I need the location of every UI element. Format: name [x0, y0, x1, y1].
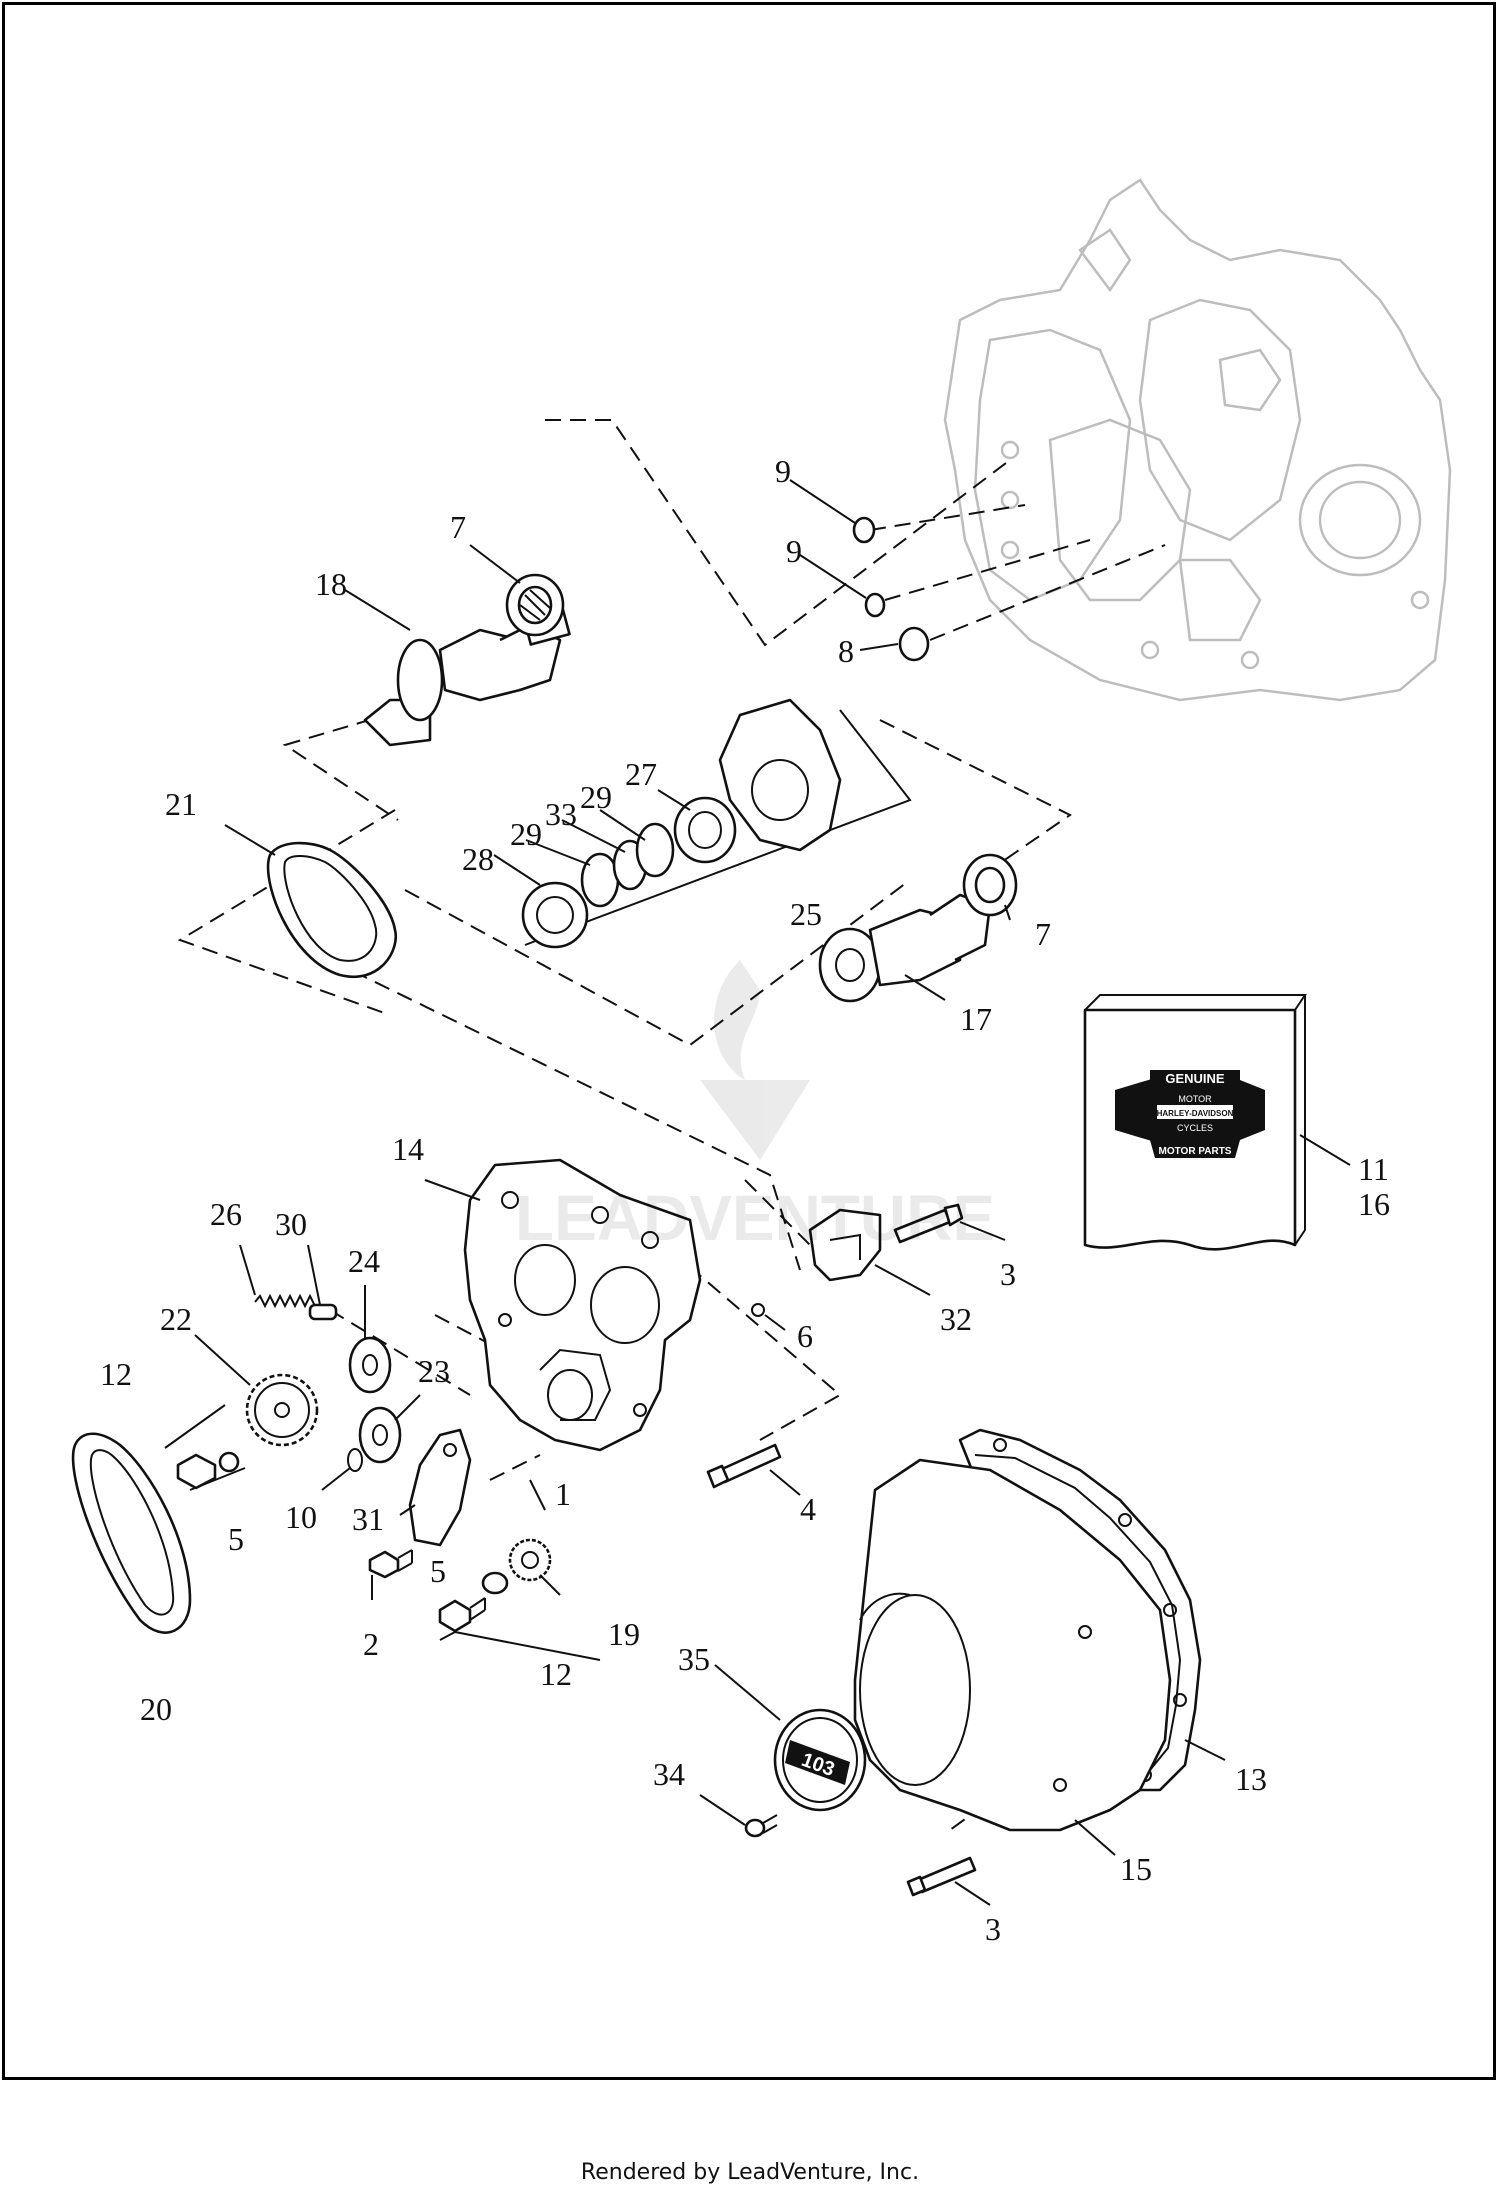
callout-27: 27 — [625, 756, 657, 792]
needle-bearing-part-7-lower — [962, 853, 1018, 917]
o-ring-part-9-lower — [864, 592, 886, 618]
callout-21: 21 — [165, 786, 197, 822]
callout-29-right: 29 — [580, 779, 612, 815]
callout-10: 10 — [285, 1499, 317, 1535]
washer-part-24 — [348, 1336, 392, 1394]
leadventure-watermark: LEADVENTURE — [515, 960, 995, 1254]
callout-7-upper: 7 — [450, 509, 466, 545]
crankcase-ghost — [943, 178, 1452, 702]
bolt-part-3-upper — [893, 1203, 964, 1244]
retaining-ring-part-10 — [347, 1448, 363, 1472]
callout-33: 33 — [545, 796, 577, 832]
bolt-and-washer-part-12-5-left — [164, 1404, 246, 1491]
primary-cam-chain-part-21 — [266, 841, 398, 978]
callout-15: 15 — [1120, 1851, 1152, 1887]
cam-cover-part-15 — [853, 1458, 1172, 1832]
callout-16: 16 — [1358, 1186, 1390, 1222]
callout-22: 22 — [160, 1301, 192, 1337]
callout-29-left: 29 — [510, 816, 542, 852]
callout-3-upper: 3 — [1000, 1256, 1016, 1292]
logo-line-2: MOTOR — [1178, 1094, 1212, 1104]
callout-20: 20 — [140, 1691, 172, 1727]
callout-30: 30 — [275, 1206, 307, 1242]
footer-credit: Rendered by LeadVenture, Inc. — [580, 2160, 920, 2185]
screw-part-34 — [744, 1814, 778, 1838]
bolt-and-washer-part-12-5-right — [438, 1571, 601, 1661]
timer-cover-badge-part-35: 103 — [773, 1708, 867, 1812]
dowel-part-6 — [751, 1303, 765, 1317]
callout-13: 13 — [1235, 1761, 1267, 1797]
logo-line-1: GENUINE — [1165, 1071, 1225, 1086]
callout-12-right: 12 — [540, 1656, 572, 1692]
callout-2: 2 — [363, 1626, 379, 1662]
bearing-part-28 — [521, 881, 589, 949]
cam-support-housing — [718, 698, 842, 852]
washer-part-29-b — [635, 822, 675, 878]
callout-11: 11 — [1358, 1151, 1389, 1187]
o-ring-part-9-upper — [852, 516, 876, 544]
genuine-parts-kit-part-11-16: GENUINE MOTOR HARLEY-DAVIDSON CYCLES MOT… — [1083, 994, 1307, 1251]
o-ring-part-8 — [898, 626, 930, 662]
bearing-stack-group-25 — [521, 698, 912, 949]
callout-32: 32 — [940, 1301, 972, 1337]
callout-4: 4 — [800, 1491, 816, 1527]
bolt-part-3-lower — [906, 1856, 977, 1897]
callout-9-lower: 9 — [786, 533, 802, 569]
callout-numbers: 1 2 3 3 4 5 5 6 7 7 8 9 9 10 11 12 12 13… — [100, 453, 1390, 1947]
callout-5-left: 5 — [228, 1521, 244, 1557]
secondary-cam-chain-part-20 — [71, 1432, 192, 1634]
bearing-part-27 — [673, 796, 737, 864]
callout-3-lower: 3 — [985, 1911, 1001, 1947]
callout-24: 24 — [348, 1243, 380, 1279]
bolt-part-4 — [706, 1443, 782, 1489]
callout-23: 23 — [418, 1353, 450, 1389]
callout-31: 31 — [352, 1501, 384, 1537]
callout-5-right: 5 — [430, 1553, 446, 1589]
sprocket-part-22 — [245, 1373, 319, 1447]
watermark-text: LEADVENTURE — [515, 1182, 995, 1254]
crank-sprocket-part-19 — [508, 1538, 552, 1582]
chain-guide-part-32 — [808, 1208, 882, 1282]
leader-lines — [194, 479, 1351, 1906]
callout-35: 35 — [678, 1641, 710, 1677]
harley-davidson-logo: GENUINE MOTOR HARLEY-DAVIDSON CYCLES MOT… — [1115, 1070, 1265, 1158]
callout-18: 18 — [315, 566, 347, 602]
callout-7-lower: 7 — [1035, 916, 1051, 952]
callout-25: 25 — [790, 896, 822, 932]
callout-17: 17 — [960, 1001, 992, 1037]
washer-part-23 — [358, 1406, 402, 1464]
needle-bearing-part-7-upper — [505, 573, 565, 637]
logo-line-4: CYCLES — [1177, 1123, 1213, 1133]
spring-part-26 — [254, 1293, 316, 1309]
cam-support-plate-part-14 — [463, 1158, 702, 1452]
washer-part-29-a — [580, 852, 620, 908]
callout-19: 19 — [608, 1616, 640, 1652]
callout-8: 8 — [838, 633, 854, 669]
callout-1: 1 — [555, 1476, 571, 1512]
callout-14: 14 — [392, 1131, 424, 1167]
chain-tensioner-part-31 — [408, 1428, 472, 1547]
front-camshaft-part-17 — [818, 893, 992, 1003]
callout-9-upper: 9 — [775, 453, 791, 489]
callout-12-left: 12 — [100, 1356, 132, 1392]
logo-line-5: MOTOR PARTS — [1159, 1146, 1232, 1157]
callout-6: 6 — [797, 1318, 813, 1354]
pin-part-30 — [308, 1303, 338, 1321]
diagram-frame — [2, 2, 1496, 2080]
callout-28: 28 — [462, 841, 494, 877]
logo-line-3: HARLEY-DAVIDSON — [1157, 1109, 1234, 1118]
callout-26: 26 — [210, 1196, 242, 1232]
bolt-part-2 — [368, 1549, 413, 1579]
callout-34: 34 — [653, 1756, 685, 1792]
